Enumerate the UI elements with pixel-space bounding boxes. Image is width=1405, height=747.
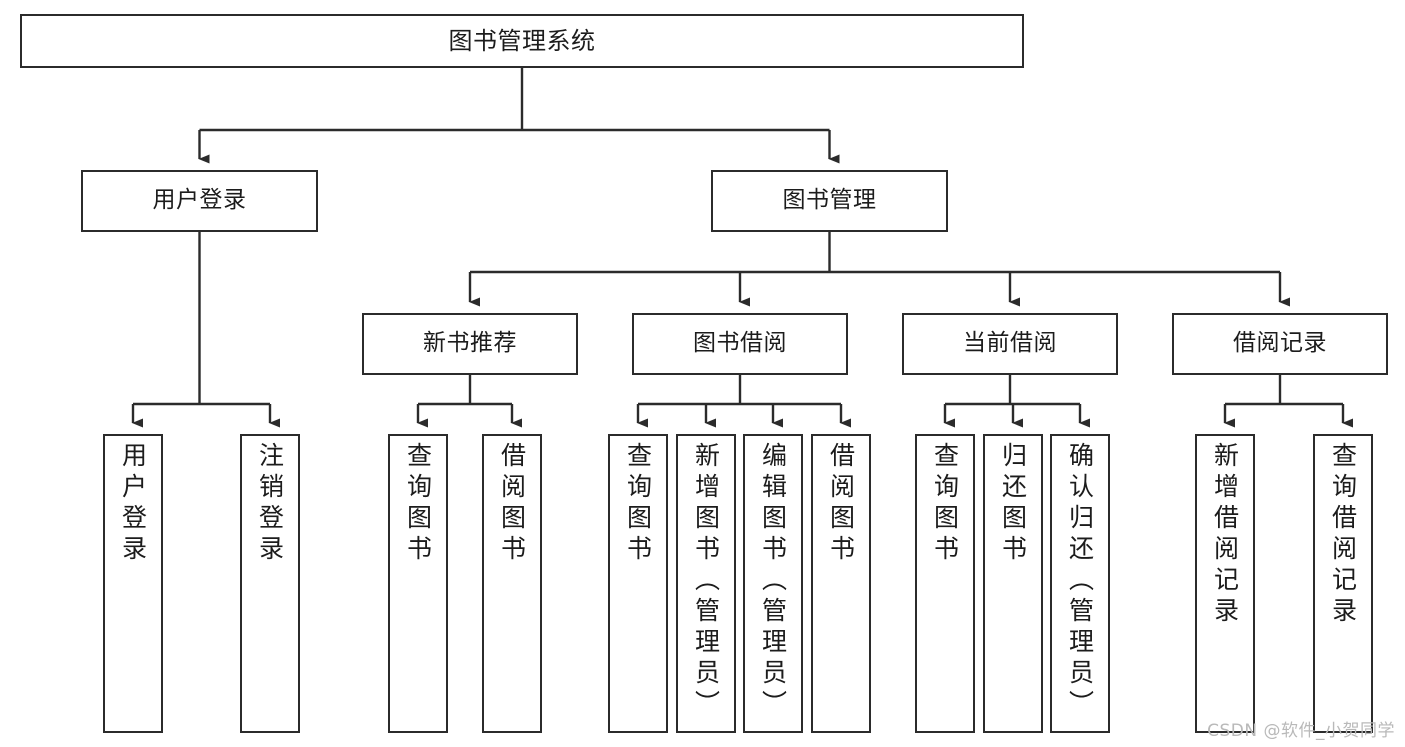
node-borrow-record-label: 借阅记录	[1233, 330, 1327, 357]
node-current-confirm-return-label: 确认归还（管理员）	[1065, 442, 1095, 721]
node-user-logout[interactable]: 注销登录	[240, 434, 300, 733]
node-root[interactable]: 图书管理系统	[20, 14, 1024, 68]
node-borrow-borrow-book[interactable]: 借阅图书	[811, 434, 871, 733]
node-current-return-book[interactable]: 归还图书	[983, 434, 1043, 733]
node-borrow-add-book-label: 新增图书（管理员）	[691, 442, 721, 721]
node-new-book-recommend[interactable]: 新书推荐	[362, 313, 578, 375]
node-current-borrow-label: 当前借阅	[963, 330, 1057, 357]
node-user-login-do-label: 用户登录	[118, 442, 148, 566]
node-root-label: 图书管理系统	[448, 26, 596, 55]
node-book-borrow-label: 图书借阅	[693, 330, 787, 357]
node-borrow-edit-book-label: 编辑图书（管理员）	[758, 442, 788, 721]
node-borrow-borrow-book-label: 借阅图书	[826, 442, 856, 566]
node-current-borrow[interactable]: 当前借阅	[902, 313, 1118, 375]
node-book-manage[interactable]: 图书管理	[711, 170, 948, 232]
node-borrow-add-book[interactable]: 新增图书（管理员）	[676, 434, 736, 733]
node-borrow-record[interactable]: 借阅记录	[1172, 313, 1388, 375]
node-current-query-book[interactable]: 查询图书	[915, 434, 975, 733]
node-user-login-label: 用户登录	[152, 187, 247, 214]
node-current-query-book-label: 查询图书	[930, 442, 960, 566]
node-recommend-query-book-label: 查询图书	[403, 442, 433, 566]
node-user-logout-label: 注销登录	[255, 442, 285, 566]
node-record-query[interactable]: 查询借阅记录	[1313, 434, 1373, 733]
node-record-add[interactable]: 新增借阅记录	[1195, 434, 1255, 733]
node-recommend-borrow-book[interactable]: 借阅图书	[482, 434, 542, 733]
node-new-book-recommend-label: 新书推荐	[423, 330, 517, 357]
node-recommend-query-book[interactable]: 查询图书	[388, 434, 448, 733]
node-record-add-label: 新增借阅记录	[1210, 442, 1240, 628]
node-user-login-do[interactable]: 用户登录	[103, 434, 163, 733]
node-book-borrow[interactable]: 图书借阅	[632, 313, 848, 375]
node-book-manage-label: 图书管理	[782, 187, 877, 214]
node-borrow-edit-book[interactable]: 编辑图书（管理员）	[743, 434, 803, 733]
node-current-confirm-return[interactable]: 确认归还（管理员）	[1050, 434, 1110, 733]
node-borrow-query-book[interactable]: 查询图书	[608, 434, 668, 733]
node-record-query-label: 查询借阅记录	[1328, 442, 1358, 628]
node-current-return-book-label: 归还图书	[998, 442, 1028, 566]
node-borrow-query-book-label: 查询图书	[623, 442, 653, 566]
node-recommend-borrow-book-label: 借阅图书	[497, 442, 527, 566]
node-user-login[interactable]: 用户登录	[81, 170, 318, 232]
